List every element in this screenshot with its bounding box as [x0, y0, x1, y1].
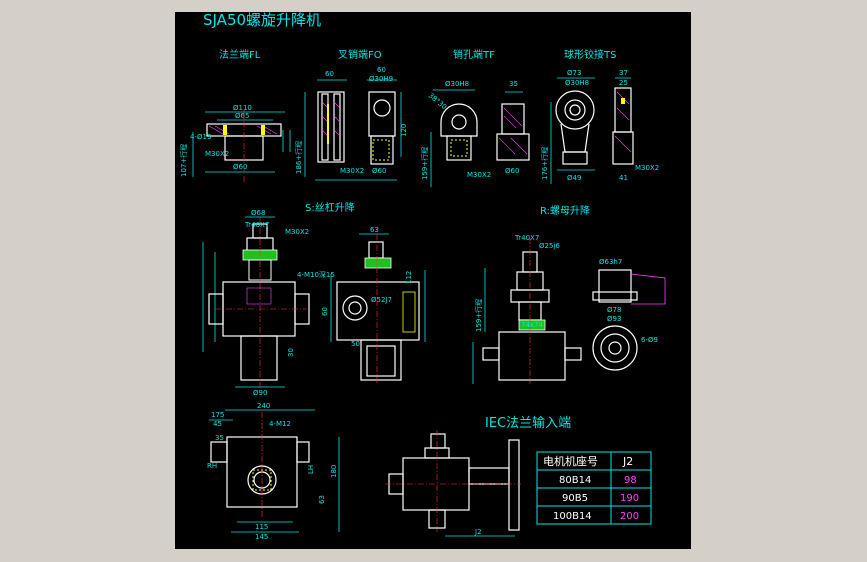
dim-tf-m30: M30X2: [467, 171, 491, 179]
dim-r-159: 159+行程: [474, 299, 483, 332]
dim-fl-d65: Ø65: [235, 112, 249, 120]
view-pin-end: Ø30H8 35 38°30 159+行程 M30X2 Ø60: [420, 80, 530, 187]
dim-b-45: 45: [213, 420, 222, 428]
view-bottom: 240 175 45 4-M12 35 RH LH 180 63 115 145: [207, 402, 340, 541]
dim-b-180: 180: [330, 465, 338, 478]
dim-r-d63: Ø63h7: [599, 258, 622, 266]
dim-tf-159: 159+行程: [420, 147, 429, 180]
dim-fo-d60: Ø60: [372, 167, 386, 175]
dim-s-d68: Ø68: [251, 209, 265, 217]
view-iec-flange: J2: [385, 430, 521, 537]
iec-table-row-2-j2: 190: [620, 493, 639, 504]
iec-table: 电机机座号 J2 80B14 98 90B5 190 100B14 200: [536, 451, 652, 525]
view-flange-end: Ø110 Ø65 4-Ø13 M30X2 Ø60 107+行程: [179, 104, 291, 182]
iec-table-row-2-frame: 90B5: [562, 493, 588, 504]
dim-r-d78: Ø78: [607, 306, 621, 314]
dim-s-m30: M30X2: [285, 228, 309, 236]
dim-b-145: 145: [255, 533, 268, 541]
section-s-label: S:丝杠升降: [305, 201, 355, 214]
dim-s-60: 60: [321, 307, 329, 316]
iec-table-header-j2: J2: [622, 455, 633, 468]
dim-fl-m30: M30X2: [205, 150, 229, 158]
dim-fo-m30: M30X2: [340, 167, 364, 175]
dim-fo-186: 186+行程: [294, 141, 303, 174]
dim-fl-d60: Ø60: [233, 163, 247, 171]
iec-table-header-frame: 电机机座号: [543, 454, 598, 468]
dim-s-d52: Ø52J7: [371, 296, 392, 304]
end-label-tf: 销孔端TF: [453, 48, 495, 61]
dim-ts-37: 37: [619, 69, 628, 77]
dim-b-175: 175: [211, 411, 224, 419]
view-fork-end: 60 60 Ø30H9 120 186+行程 M30X2 Ø60: [294, 66, 408, 181]
dim-fo-60a: 60: [325, 70, 334, 78]
dim-fl-l107: 107+行程: [179, 144, 188, 177]
dim-s-d90: Ø90: [253, 389, 267, 397]
cad-drawing-canvas[interactable]: SJA50螺旋升降机 法兰端FL 叉销端FO 销孔端TF 球形铰接TS S:丝杠…: [175, 12, 691, 549]
dim-ts-41: 41: [619, 174, 628, 182]
dim-ts-m30: M30X2: [635, 164, 659, 172]
dim-r-d93: Ø93: [607, 315, 621, 323]
dim-r-tr40: Tr40X7: [514, 234, 539, 242]
dim-r-25j6: Ø25j6: [539, 242, 560, 250]
dim-tf-30h8: Ø30H8: [445, 80, 469, 88]
dim-fl-4d13: 4-Ø13: [190, 133, 211, 141]
section-r-label: R:螺母升降: [540, 204, 590, 217]
dim-r-74: 74x74: [521, 321, 544, 329]
dim-b-35: 35: [215, 434, 224, 442]
section-iec-label: IEC法兰输入端: [485, 415, 571, 431]
dim-fo-120: 120: [400, 124, 408, 137]
view-ball-joint-end: Ø73 37 Ø30H8 25 176+行程 Ø49 41 M30X2: [540, 69, 659, 184]
dim-ts-176: 176+行程: [540, 147, 549, 180]
dim-tf-35: 35: [509, 80, 518, 88]
view-screw-lift-front: Ø68 Tr40X7 M30X2 4-M10深15 Ø90 30: [202, 209, 335, 397]
dim-b-115: 115: [255, 523, 268, 531]
dim-r-6d9: 6-Ø9: [641, 336, 658, 344]
iec-table-row-1-frame: 80B14: [559, 475, 591, 486]
end-label-ts: 球形铰接TS: [564, 48, 616, 61]
dim-fo-30h9: Ø30H9: [369, 75, 393, 83]
cad-drawing: SJA50螺旋升降机 法兰端FL 叉销端FO 销孔端TF 球形铰接TS S:丝杠…: [179, 12, 666, 541]
dim-s-30: 30: [287, 348, 295, 357]
dim-tf-3830: 38°30: [427, 91, 448, 111]
dim-b-j2: J2: [474, 528, 482, 536]
dim-s-50: 50: [351, 340, 360, 348]
iec-table-row-3-frame: 100B14: [553, 511, 592, 522]
view-screw-lift-side: 63 112 Ø52J7 60 50: [321, 226, 426, 384]
dim-fo-60b: 60: [377, 66, 386, 74]
dim-ts-30h8: Ø30H8: [565, 79, 589, 87]
end-label-fo: 叉销端FO: [338, 48, 382, 61]
dim-b-240: 240: [257, 402, 270, 410]
iec-table-row-1-j2: 98: [624, 475, 637, 486]
iec-table-row-3-j2: 200: [620, 511, 639, 522]
dim-s-112: 112: [405, 271, 413, 284]
dim-s-4m10: 4-M10深15: [297, 270, 335, 279]
dim-s-63: 63: [370, 226, 379, 234]
dim-tf-d60: Ø60: [505, 167, 519, 175]
dim-b-4m12: 4-M12: [269, 420, 291, 428]
dim-b-lh: LH: [307, 465, 315, 474]
dim-s-tr40: Tr40X7: [244, 221, 269, 229]
end-label-fl: 法兰端FL: [219, 48, 261, 61]
dim-b-rh: RH: [207, 462, 217, 470]
dim-ts-d73: Ø73: [567, 69, 581, 77]
dim-b-63: 63: [318, 495, 326, 504]
dim-ts-25: 25: [619, 79, 628, 87]
dim-fl-d110: Ø110: [233, 104, 252, 112]
view-nut-lift: Tr40X7 Ø25j6 74x74 159+行程 Ø63h7 Ø78 Ø93 …: [472, 234, 666, 384]
dim-ts-d49: Ø49: [567, 174, 581, 182]
drawing-title: SJA50螺旋升降机: [203, 12, 321, 29]
